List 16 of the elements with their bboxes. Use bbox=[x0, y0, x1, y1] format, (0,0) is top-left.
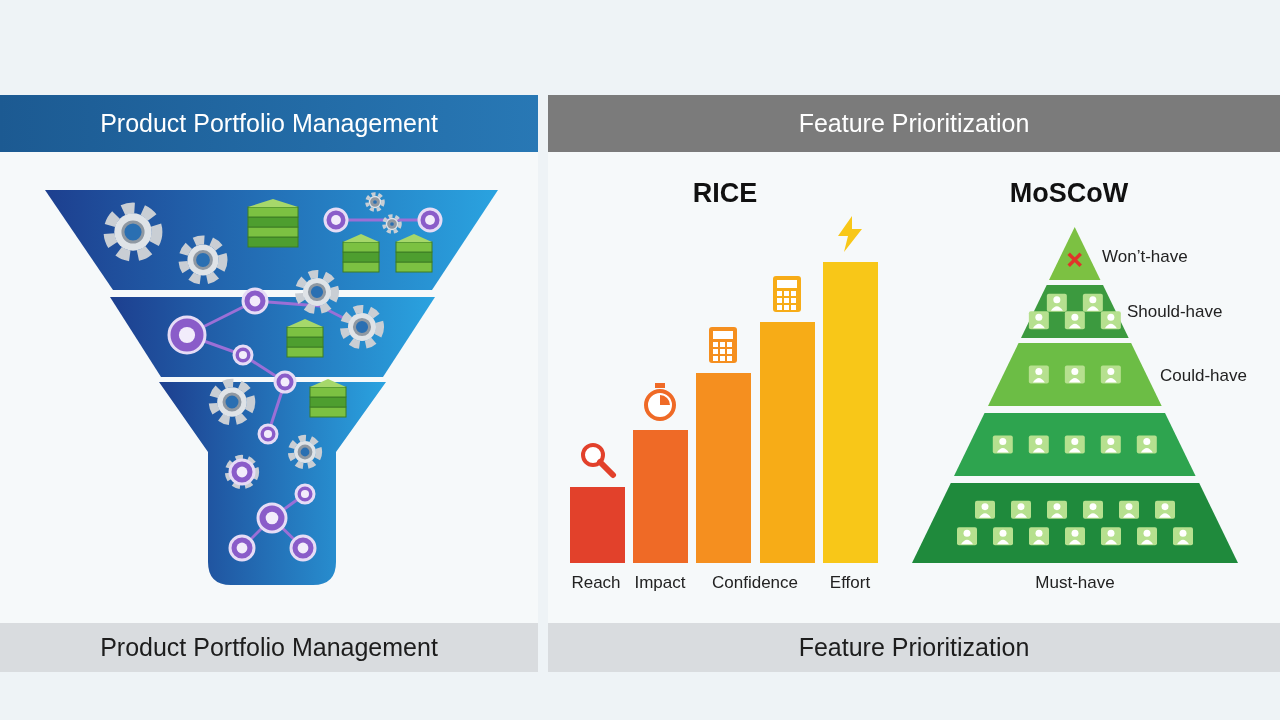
axis-label: Effort bbox=[829, 573, 871, 593]
tier-label: Won’t-have bbox=[1102, 247, 1188, 267]
header-band: Product Portfolio Management bbox=[0, 95, 538, 152]
tier-label: Must-have bbox=[1035, 573, 1115, 593]
chart-title: RICE bbox=[692, 177, 758, 209]
axis-label: Reach bbox=[571, 573, 621, 593]
tier-label: Should-have bbox=[1127, 302, 1223, 322]
footer-band: Product Portfolio Management bbox=[0, 623, 538, 672]
panel-background bbox=[548, 95, 1280, 672]
axis-label: Impact bbox=[634, 573, 686, 593]
header-band: Feature Prioritization bbox=[548, 95, 1280, 152]
chart-title: MoSCoW bbox=[1009, 177, 1129, 209]
footer-band: Feature Prioritization bbox=[548, 623, 1280, 672]
panel-background bbox=[0, 95, 538, 672]
tier-label: Could-have bbox=[1160, 366, 1247, 386]
axis-label: Confidence bbox=[712, 573, 798, 593]
